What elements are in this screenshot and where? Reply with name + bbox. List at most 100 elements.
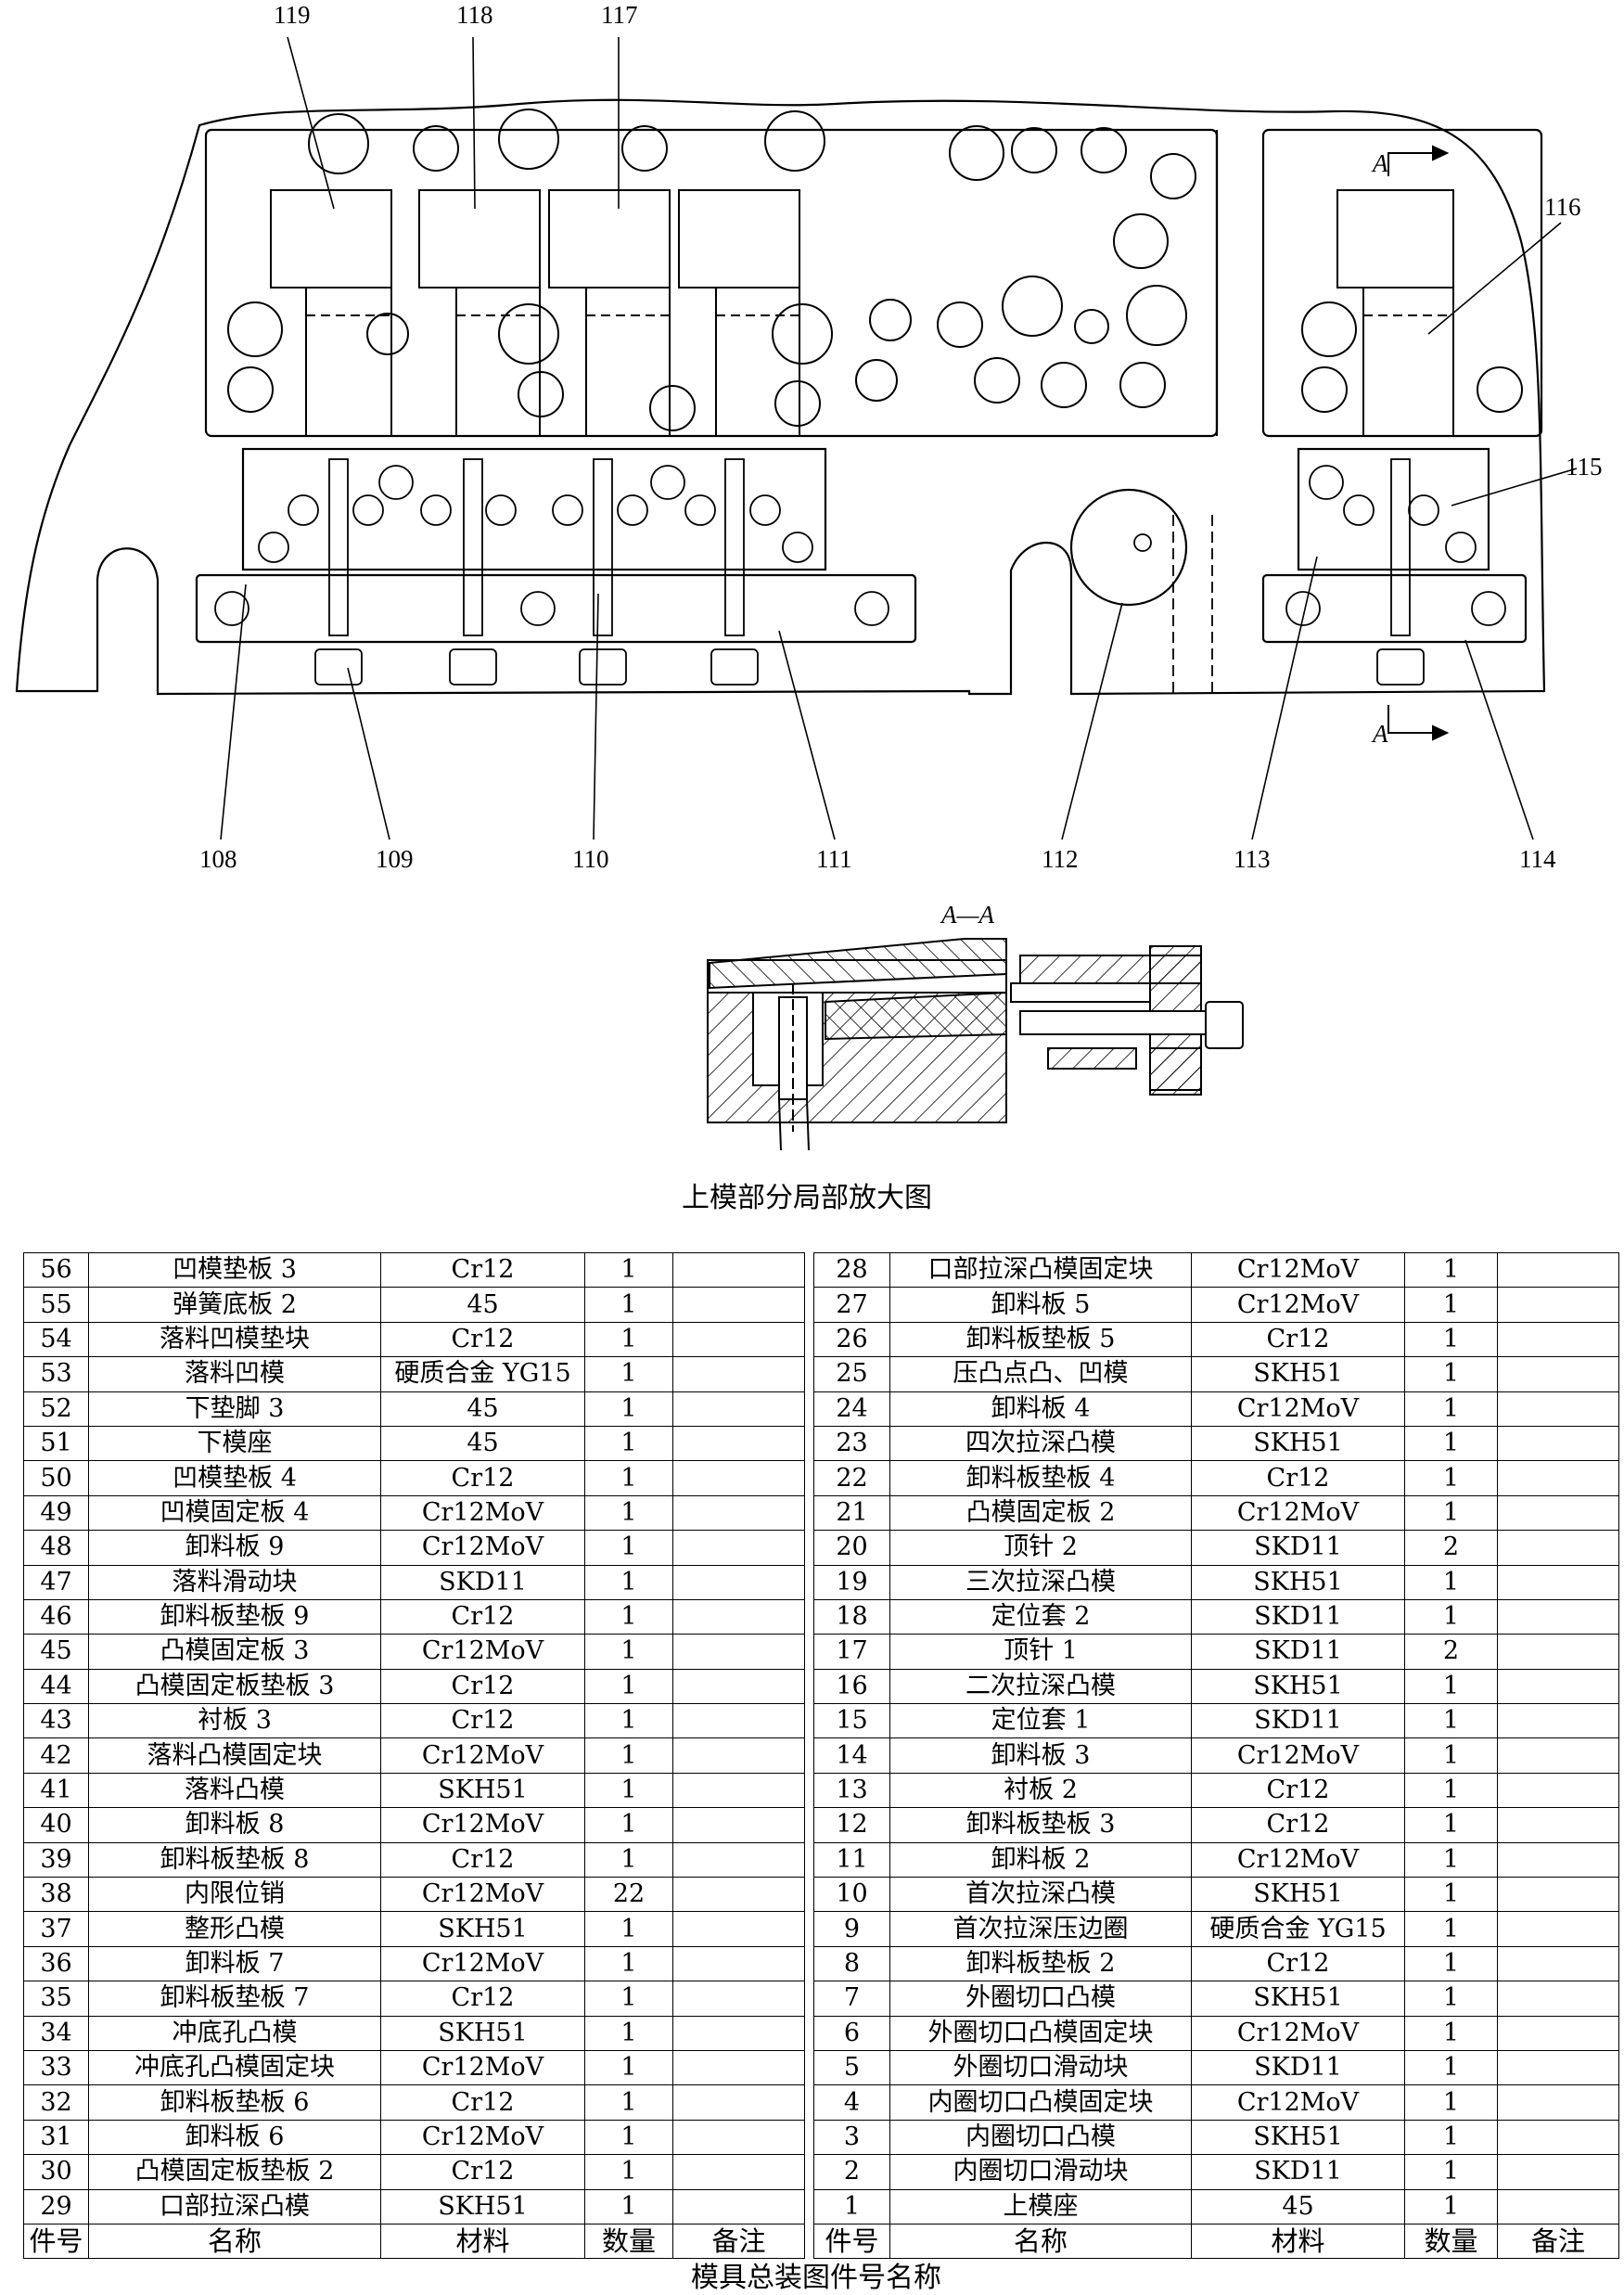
table-cell: 23 — [813, 1425, 890, 1462]
table-cell: 口部拉深凸模 — [88, 2188, 381, 2224]
table-cell — [1497, 2015, 1619, 2051]
callout-109: 109 — [376, 845, 414, 873]
table-cell — [672, 2084, 805, 2121]
callout-119: 119 — [274, 1, 311, 29]
table-cell: 1 — [584, 2049, 673, 2086]
table-cell — [672, 2154, 805, 2190]
table-cell: 卸料板 2 — [889, 1841, 1192, 1878]
table-cell: 1 — [584, 1841, 673, 1878]
table-cell — [672, 1425, 805, 1462]
leader-lines — [220, 36, 1578, 840]
table-cell: 53 — [23, 1356, 89, 1392]
table-cell — [1497, 1598, 1619, 1635]
table-cell: 26 — [813, 1321, 890, 1358]
table-cell: 1 — [1404, 1877, 1498, 1913]
table-cell: 1 — [813, 2188, 890, 2224]
die-outline — [15, 98, 1546, 696]
table-cell: 顶针 2 — [889, 1530, 1192, 1566]
bottom-bar-left — [195, 573, 917, 644]
table-cell — [1497, 1321, 1619, 1358]
table-cell: 1 — [584, 2154, 673, 2190]
table-cell: SKH51 — [380, 2015, 585, 2051]
table-cell — [1497, 1494, 1619, 1532]
stripper-plate-left — [241, 447, 827, 571]
table-cell — [1497, 2154, 1619, 2190]
table-cell: 外圈切口凸模固定块 — [889, 2015, 1192, 2051]
table-cell — [672, 1634, 805, 1670]
table-cell: 落料凹模垫块 — [88, 1321, 381, 1358]
table-cell — [672, 1287, 805, 1323]
table-cell: 48 — [23, 1530, 89, 1566]
table-cell: 54 — [23, 1321, 89, 1358]
table-cell: Cr12 — [380, 1841, 585, 1878]
table-cell: Cr12MoV — [1191, 1841, 1405, 1878]
table-cell: 30 — [23, 2154, 89, 2190]
table-cell — [1497, 1530, 1619, 1566]
table-cell: Cr12 — [380, 2154, 585, 2190]
table-cell: SKH51 — [1191, 1981, 1405, 2017]
table-cell: 二次拉深凸模 — [889, 1668, 1192, 1705]
table-cell: 顶针 1 — [889, 1634, 1192, 1670]
table-cell: 卸料板 9 — [88, 1530, 381, 1566]
table-cell — [1497, 1911, 1619, 1947]
table-cell: 1 — [1404, 1737, 1498, 1774]
table-cell: 1 — [584, 1321, 673, 1358]
table-cell: 1 — [1404, 1911, 1498, 1947]
table-cell — [1497, 1668, 1619, 1705]
table-cell — [672, 1911, 805, 1947]
table-cell: SKD11 — [1191, 1530, 1405, 1566]
table-cell: 1 — [1404, 1598, 1498, 1635]
table-cell: 28 — [813, 1251, 890, 1289]
table-header-row: 件号名称材料数量备注 — [813, 2223, 1619, 2260]
callout-108: 108 — [199, 845, 237, 873]
table-cell: 内圈切口凸模 — [889, 2119, 1192, 2156]
table-cell: 卸料板 7 — [88, 1945, 381, 1982]
table-cell — [672, 1460, 805, 1496]
table-cell — [1497, 1356, 1619, 1392]
table-cell: 1 — [584, 1668, 673, 1705]
table-header-cell: 数量 — [1404, 2223, 1498, 2260]
table-cell: 1 — [584, 2188, 673, 2224]
table-cell: 45 — [23, 1634, 89, 1670]
table-cell: 整形凸模 — [88, 1911, 381, 1947]
table-cell: 21 — [813, 1494, 890, 1532]
table-cell: 1 — [1404, 1391, 1498, 1427]
table-header-row: 件号名称材料数量备注 — [23, 2223, 805, 2260]
table-cell: SKH51 — [1191, 1425, 1405, 1462]
table-cell: 37 — [23, 1911, 89, 1947]
table-cell: Cr12MoV — [380, 1945, 585, 1982]
table-cell: 卸料板垫板 4 — [889, 1460, 1192, 1496]
table-cell: 1 — [1404, 1425, 1498, 1462]
table-cell: 卸料板 3 — [889, 1737, 1192, 1774]
table-cell: 45 — [1191, 2188, 1405, 2224]
table-cell: Cr12 — [380, 2084, 585, 2121]
section-mark-a-bottom: A — [1371, 720, 1388, 748]
table-cell — [672, 1841, 805, 1878]
table-header-cell: 材料 — [1191, 2223, 1405, 2260]
table-cell: 22 — [813, 1460, 890, 1496]
section-title: A—A — [940, 901, 995, 929]
table-cell: 1 — [1404, 1981, 1498, 2017]
table-cell: 45 — [380, 1287, 585, 1323]
table-cell: 三次拉深凸模 — [889, 1564, 1192, 1600]
callout-118: 118 — [456, 1, 493, 29]
table-cell: 13 — [813, 1772, 890, 1809]
table-cell — [1497, 1460, 1619, 1496]
table-cell: 3 — [813, 2119, 890, 2156]
table-cell: 落料滑动块 — [88, 1564, 381, 1600]
table-cell — [1497, 2188, 1619, 2224]
table-cell: 38 — [23, 1877, 89, 1913]
